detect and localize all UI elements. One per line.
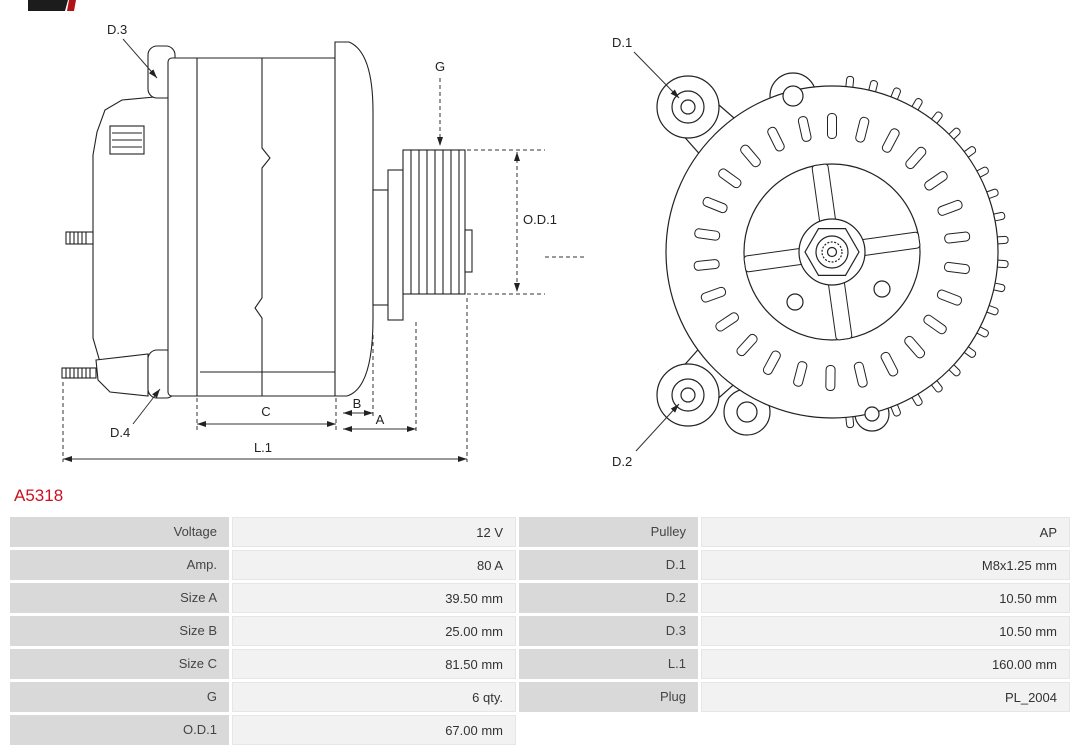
spec-value: 10.50 mm xyxy=(701,616,1070,646)
spec-value: 67.00 mm xyxy=(232,715,516,745)
spec-label: Pulley xyxy=(519,517,698,547)
front-view-drawing xyxy=(656,72,1009,436)
spec-label: Size A xyxy=(10,583,229,613)
vent-slots xyxy=(693,113,971,391)
spec-value-empty xyxy=(701,715,1070,745)
spec-value: AP xyxy=(701,517,1070,547)
spec-table: Voltage 12 V Pulley AP Amp. 80 A D.1 M8x… xyxy=(10,517,1070,745)
dim-label-d4: D.4 xyxy=(110,425,130,440)
spec-value: 160.00 mm xyxy=(701,649,1070,679)
spec-label: G xyxy=(10,682,229,712)
dim-label-a: A xyxy=(376,412,385,427)
spec-label: Voltage xyxy=(10,517,229,547)
bottom-stud xyxy=(61,367,97,379)
spec-value: 80 A xyxy=(232,550,516,580)
spec-label: Size C xyxy=(10,649,229,679)
spec-value: 6 qty. xyxy=(232,682,516,712)
spec-value: 81.50 mm xyxy=(232,649,516,679)
spec-value: 10.50 mm xyxy=(701,583,1070,613)
spec-value: M8x1.25 mm xyxy=(701,550,1070,580)
pulley-side xyxy=(402,149,466,295)
spec-label: Plug xyxy=(519,682,698,712)
spec-label-empty xyxy=(519,715,698,745)
spec-value: PL_2004 xyxy=(701,682,1070,712)
side-view-drawing xyxy=(61,41,473,399)
spec-label: D.1 xyxy=(519,550,698,580)
technical-drawing: D.3 D.4 G O.D.1 C B A L.1 xyxy=(61,22,1009,469)
dim-label-d3: D.3 xyxy=(107,22,127,37)
part-number: A5318 xyxy=(14,486,64,505)
dim-label-b: B xyxy=(353,396,362,411)
pulley-spokes xyxy=(743,163,921,341)
dim-label-l1: L.1 xyxy=(254,440,272,455)
rear-vent-grille xyxy=(109,125,145,155)
dim-label-od1: O.D.1 xyxy=(523,212,557,227)
spec-value: 39.50 mm xyxy=(232,583,516,613)
spec-label: D.2 xyxy=(519,583,698,613)
dim-label-d1: D.1 xyxy=(612,35,632,50)
spec-label: O.D.1 xyxy=(10,715,229,745)
spec-value: 12 V xyxy=(232,517,516,547)
brand-logo xyxy=(28,0,76,11)
dim-label-d2: D.2 xyxy=(612,454,632,469)
spec-label: D.3 xyxy=(519,616,698,646)
spec-label: Amp. xyxy=(10,550,229,580)
dim-label-g: G xyxy=(435,59,445,74)
spec-label: L.1 xyxy=(519,649,698,679)
side-view-dimensions: D.3 D.4 G O.D.1 C B A L.1 xyxy=(62,22,585,462)
spec-value: 25.00 mm xyxy=(232,616,516,646)
spec-label: Size B xyxy=(10,616,229,646)
dim-label-c: C xyxy=(261,404,270,419)
front-view-dimensions: D.1 D.2 xyxy=(612,35,680,469)
